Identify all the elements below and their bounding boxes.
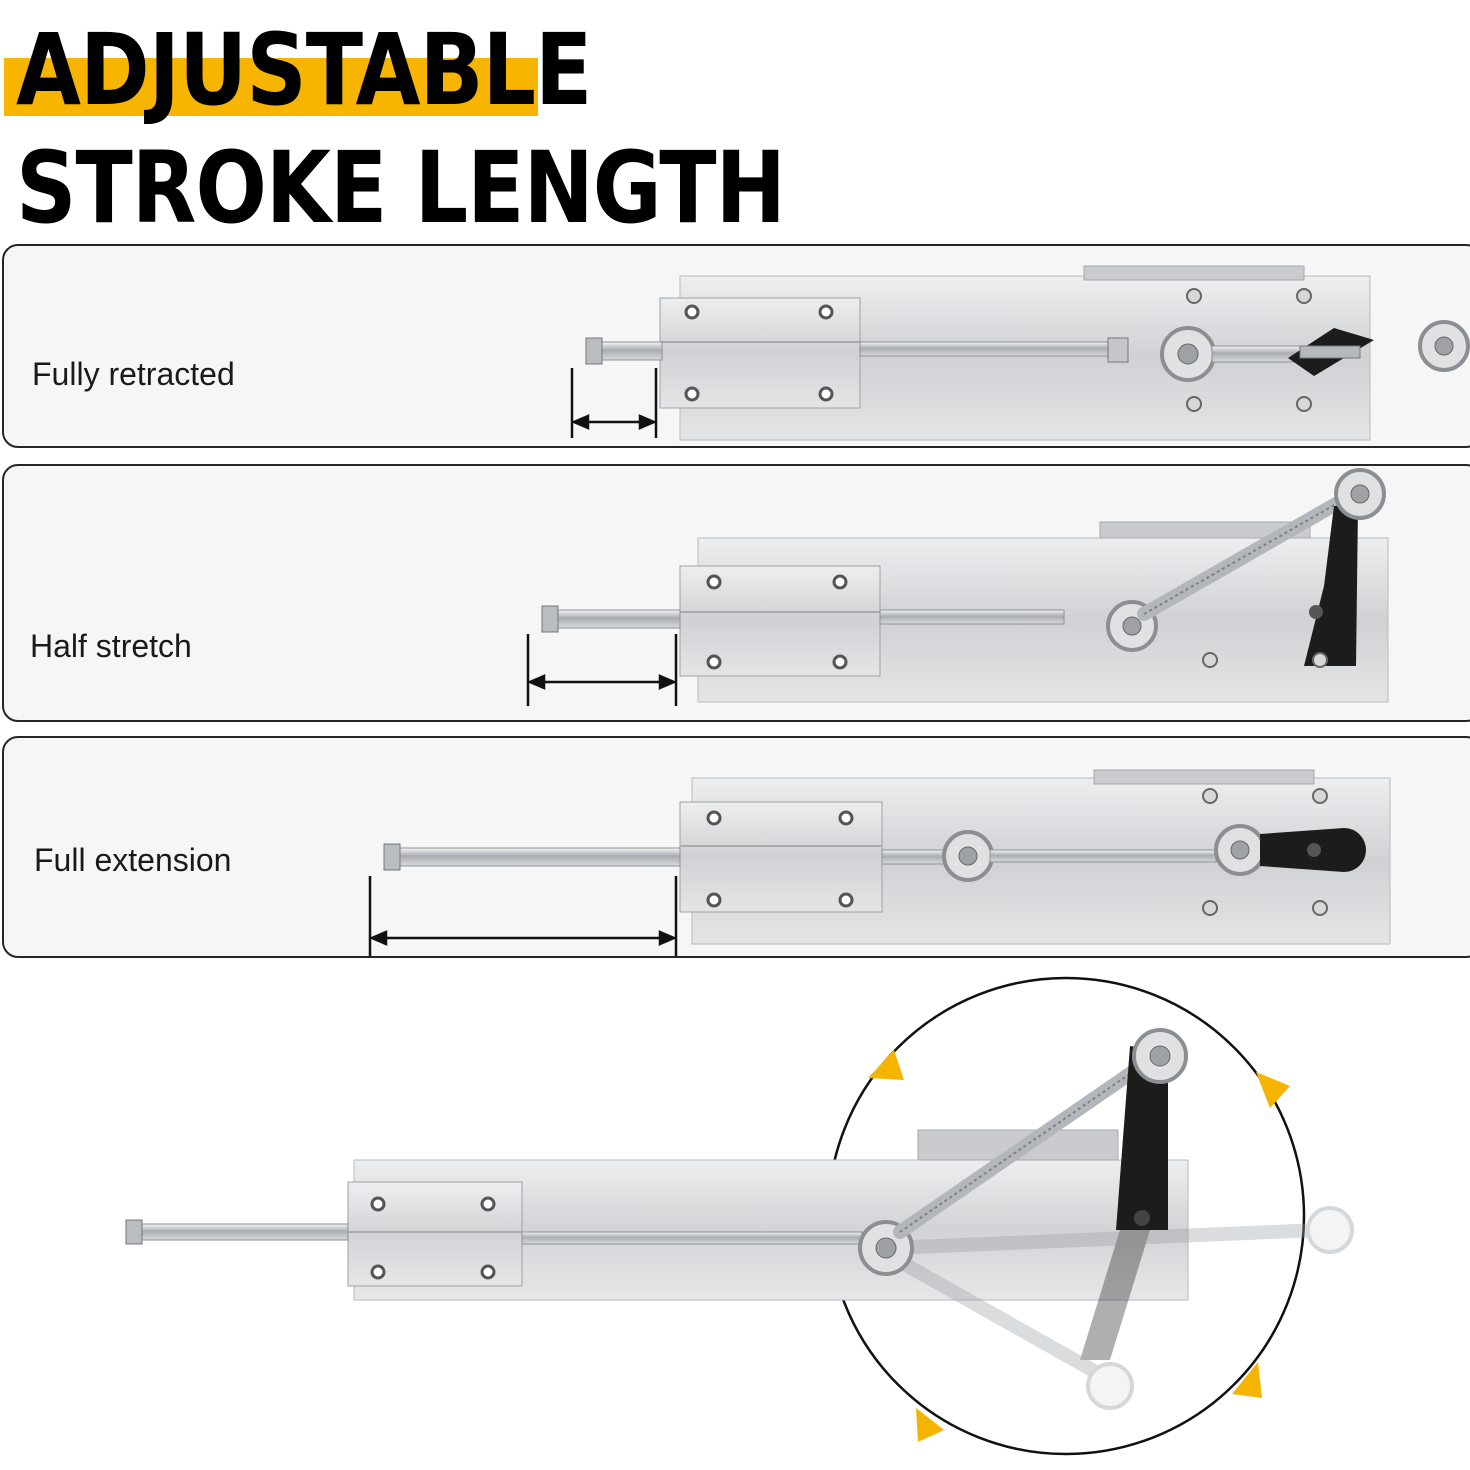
motor-housing	[1093, 769, 1315, 785]
title-block: ADJUSTABLE STROKE LENGTH	[0, 0, 786, 240]
title-highlight-band	[4, 58, 538, 116]
panel-label-fully-retracted: Fully retracted	[32, 356, 235, 392]
servo-arm	[1304, 506, 1358, 666]
panel-fully-retracted: Fully retracted	[2, 244, 1470, 448]
ghost-linkage-positions	[883, 1206, 1354, 1410]
actuator-retracted-illustration	[570, 265, 1470, 441]
rod-nut	[585, 337, 603, 365]
rotation-arrow-icon	[1256, 1072, 1290, 1108]
rotation-arrow-icons	[868, 1050, 1290, 1442]
panel-label-full-extension: Full extension	[34, 842, 232, 878]
panel-full-extension: Full extension	[2, 736, 1470, 958]
rotation-arrow-icon	[1232, 1362, 1262, 1398]
rod-nut	[383, 843, 401, 871]
stroke-dimension-arrow	[368, 876, 678, 956]
push-rod	[139, 1223, 349, 1241]
push-rod	[555, 609, 681, 629]
actuator-full-extension-illustration	[368, 769, 1391, 956]
push-rod	[397, 847, 681, 867]
panel-label-half-stretch: Half stretch	[30, 628, 192, 664]
stroke-dimension-arrow	[570, 368, 658, 438]
title-line-1: ADJUSTABLE	[16, 11, 592, 128]
servo-arm	[1116, 1046, 1168, 1230]
stroke-dimension-arrow	[526, 634, 678, 706]
motor-housing	[1099, 521, 1311, 539]
rod-nut	[541, 605, 559, 633]
rotation-arrow-icon	[868, 1050, 904, 1080]
rotation-range-illustration	[125, 976, 1354, 1456]
title-line-2: STROKE LENGTH	[16, 129, 786, 246]
motor-housing	[1083, 265, 1305, 281]
panel-half-stretch: Half stretch	[2, 464, 1470, 722]
push-rod	[599, 341, 663, 361]
rotation-arrow-icon	[916, 1408, 944, 1442]
rod-nut	[125, 1219, 143, 1245]
actuator-half-stretch-illustration	[526, 468, 1389, 706]
